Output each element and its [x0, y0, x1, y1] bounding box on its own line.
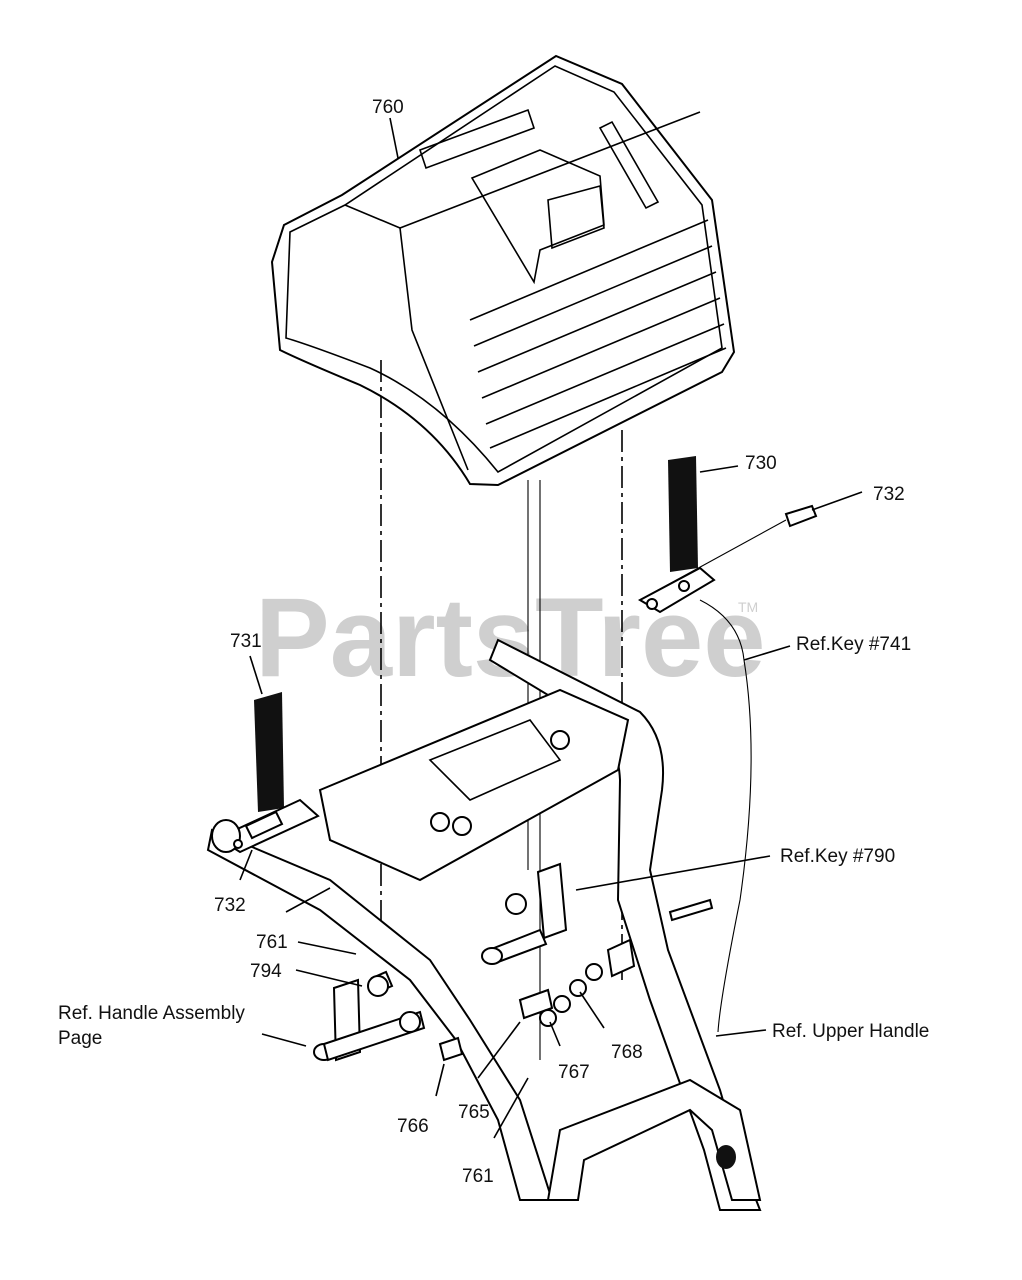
right-lever	[637, 456, 818, 1033]
callout-732-left: 732	[214, 895, 246, 916]
callout-730: 730	[745, 453, 777, 474]
callout-732-top: 732	[873, 484, 905, 505]
callout-ref-key-741: Ref.Key #741	[796, 634, 911, 655]
left-hardware	[313, 970, 464, 1062]
callout-handle-assembly-line1: Ref. Handle Assembly	[58, 1003, 245, 1024]
callout-794: 794	[250, 961, 282, 982]
callout-766: 766	[397, 1116, 429, 1137]
callout-760: 760	[372, 97, 404, 118]
callout-761-lower: 761	[462, 1166, 494, 1187]
callout-767: 767	[558, 1062, 590, 1083]
callout-ref-key-790: Ref.Key #790	[780, 846, 895, 867]
console-cover	[270, 54, 736, 487]
callout-handle-assembly-line2: Page	[58, 1028, 102, 1049]
right-hardware	[481, 862, 714, 1027]
callout-upper-handle: Ref. Upper Handle	[772, 1021, 929, 1042]
watermark-trademark: TM	[738, 599, 758, 615]
callout-731: 731	[230, 631, 262, 652]
upper-handle	[206, 638, 762, 1211]
callout-761-upper: 761	[256, 932, 288, 953]
callout-765: 765	[458, 1102, 490, 1123]
control-bracket	[318, 688, 630, 882]
left-lever	[211, 692, 320, 854]
callout-768: 768	[611, 1042, 643, 1063]
leader-lines	[239, 117, 863, 1139]
